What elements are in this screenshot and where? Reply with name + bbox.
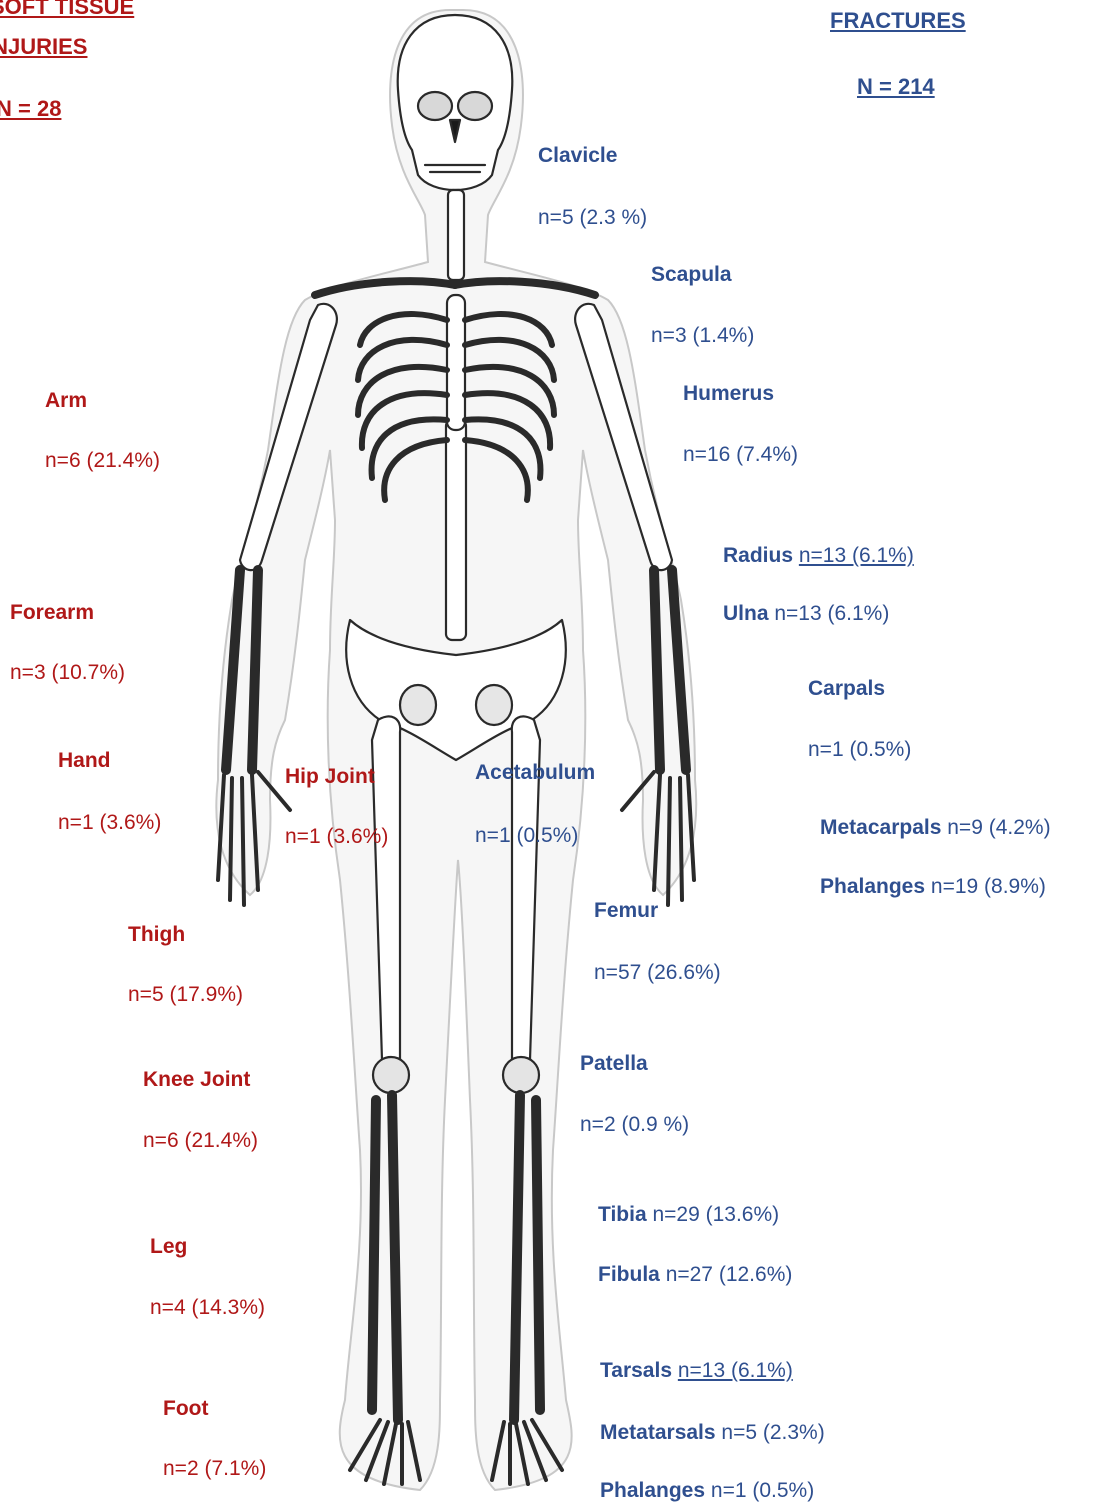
- frac-scapula-name: Scapula: [651, 264, 732, 285]
- frac-humerus-name: Humerus: [683, 383, 774, 404]
- frac-metatarsals-row: Metatarsals n=5 (2.3%): [600, 1422, 825, 1443]
- frac-metacarpals-value: n=9 (4.2%): [947, 816, 1050, 839]
- frac-tibia-row: Tibia n=29 (13.6%): [598, 1204, 779, 1225]
- skull: [398, 15, 513, 190]
- frac-fibula-name: Fibula: [598, 1263, 660, 1286]
- frac-hand-phalanges-row: Phalanges n=19 (8.9%): [820, 876, 1046, 897]
- soft-knee-joint-value: n=6 (21.4%): [143, 1130, 258, 1151]
- soft-hip-joint-value: n=1 (3.6%): [285, 826, 388, 847]
- soft-arm-name: Arm: [45, 390, 87, 411]
- frac-foot-phalanges-name: Phalanges: [600, 1479, 705, 1502]
- frac-metatarsals-name: Metatarsals: [600, 1421, 716, 1444]
- frac-tibia-value: n=29 (13.6%): [652, 1203, 779, 1226]
- frac-tarsals-value: n=13 (6.1%): [678, 1359, 793, 1382]
- soft-tissue-title-line2: INJURIES: [0, 36, 87, 58]
- soft-knee-joint-name: Knee Joint: [143, 1069, 250, 1090]
- frac-ulna-row: Ulna n=13 (6.1%): [723, 603, 889, 624]
- soft-thigh-value: n=5 (17.9%): [128, 984, 243, 1005]
- frac-tibia-name: Tibia: [598, 1203, 647, 1226]
- soft-foot-value: n=2 (7.1%): [163, 1458, 266, 1479]
- soft-tissue-total: N = 28: [0, 98, 61, 120]
- frac-metacarpals-name: Metacarpals: [820, 816, 941, 839]
- soft-hip-joint-name: Hip Joint: [285, 766, 375, 787]
- frac-patella-value: n=2 (0.9 %): [580, 1114, 689, 1135]
- soft-thigh-name: Thigh: [128, 924, 185, 945]
- frac-acetabulum-name: Acetabulum: [475, 762, 595, 783]
- soft-foot-name: Foot: [163, 1398, 208, 1419]
- frac-clavicle-value: n=5 (2.3 %): [538, 207, 647, 228]
- fractures-title: FRACTURES: [830, 10, 966, 32]
- frac-acetabulum-value: n=1 (0.5%): [475, 825, 578, 846]
- frac-radius-value: n=13 (6.1%): [799, 544, 914, 567]
- frac-scapula-value: n=3 (1.4%): [651, 325, 754, 346]
- frac-radius-row: Radius n=13 (6.1%): [723, 545, 914, 566]
- frac-fibula-row: Fibula n=27 (12.6%): [598, 1264, 792, 1285]
- frac-tarsals-name: Tarsals: [600, 1359, 672, 1382]
- soft-leg-name: Leg: [150, 1236, 187, 1257]
- frac-ulna-value: n=13 (6.1%): [774, 602, 889, 625]
- frac-humerus-value: n=16 (7.4%): [683, 444, 798, 465]
- soft-arm-value: n=6 (21.4%): [45, 450, 160, 471]
- soft-tissue-title-line1: SOFT TISSUE: [0, 0, 134, 18]
- soft-hand-value: n=1 (3.6%): [58, 812, 161, 833]
- frac-ulna-name: Ulna: [723, 602, 769, 625]
- soft-forearm-value: n=3 (10.7%): [10, 662, 125, 683]
- frac-hand-phalanges-value: n=19 (8.9%): [931, 875, 1046, 898]
- frac-hand-phalanges-name: Phalanges: [820, 875, 925, 898]
- frac-foot-phalanges-row: Phalanges n=1 (0.5%): [600, 1480, 814, 1501]
- soft-forearm-name: Forearm: [10, 602, 94, 623]
- frac-metatarsals-value: n=5 (2.3%): [721, 1421, 824, 1444]
- frac-foot-phalanges-value: n=1 (0.5%): [711, 1479, 814, 1502]
- frac-metacarpals-row: Metacarpals n=9 (4.2%): [820, 817, 1051, 838]
- frac-fibula-value: n=27 (12.6%): [666, 1263, 793, 1286]
- frac-tarsals-row: Tarsals n=13 (6.1%): [600, 1360, 793, 1381]
- soft-leg-value: n=4 (14.3%): [150, 1297, 265, 1318]
- frac-clavicle-name: Clavicle: [538, 145, 617, 166]
- frac-carpals-name: Carpals: [808, 678, 885, 699]
- frac-patella-name: Patella: [580, 1053, 648, 1074]
- frac-radius-name: Radius: [723, 544, 793, 567]
- patella: [373, 1057, 409, 1093]
- frac-carpals-value: n=1 (0.5%): [808, 739, 911, 760]
- soft-hand-name: Hand: [58, 750, 111, 771]
- frac-femur-name: Femur: [594, 900, 658, 921]
- fractures-total: N = 214: [857, 76, 935, 98]
- frac-femur-value: n=57 (26.6%): [594, 962, 721, 983]
